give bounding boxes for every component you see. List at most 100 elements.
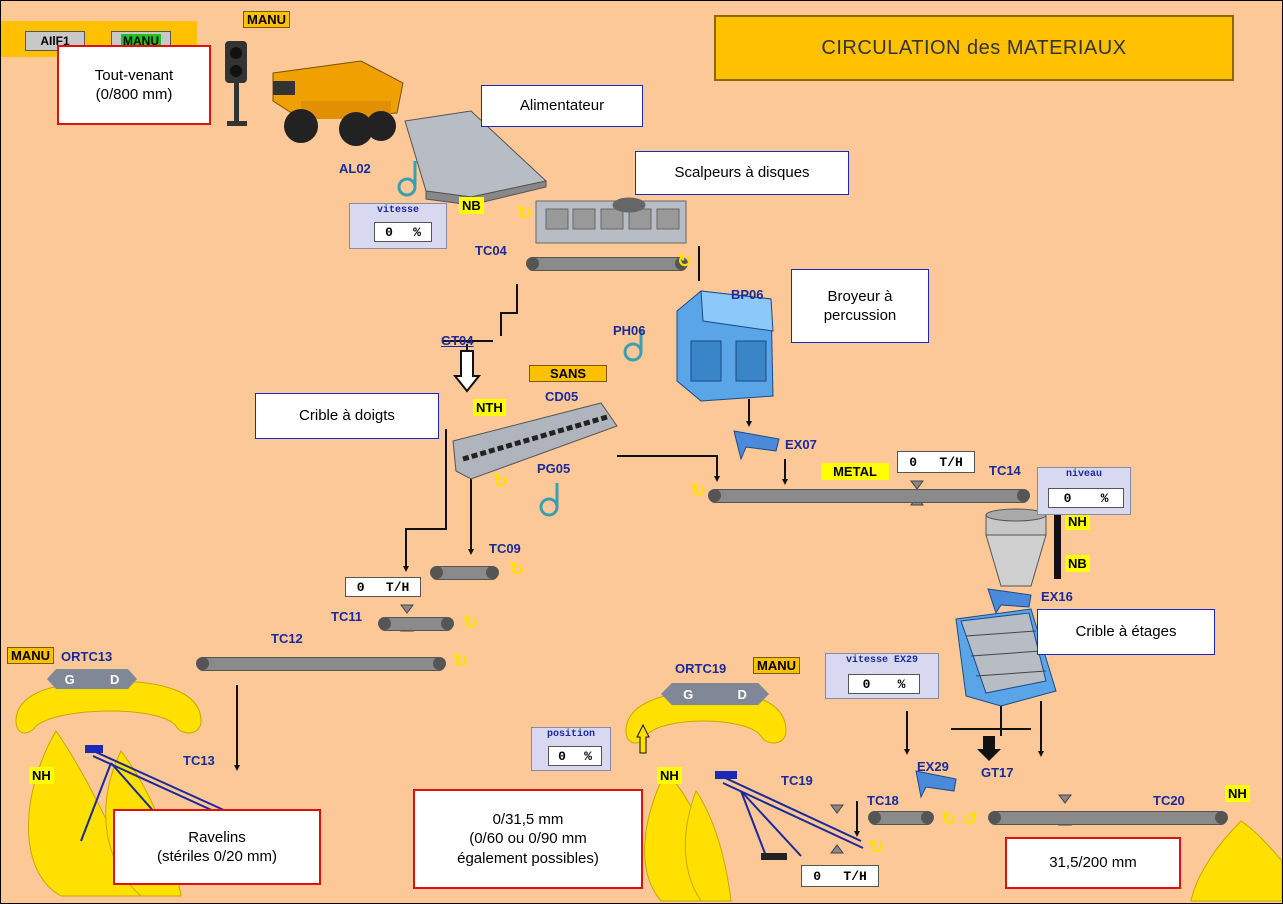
screen-title-text: CIRCULATION des MATERIAUX — [821, 36, 1127, 59]
stockpile-middle — [644, 770, 732, 902]
callout-scalpeurs: Scalpeurs à disques — [635, 151, 849, 195]
label-ortc13[interactable]: ORTC13 — [61, 649, 113, 664]
callout-text: Alimentateur — [519, 97, 605, 115]
label-tc20[interactable]: TC20 — [1153, 793, 1185, 808]
label-pg05[interactable]: PG05 — [537, 461, 571, 476]
label-al02[interactable]: AL02 — [339, 161, 371, 176]
stacker-tc19 — [720, 775, 864, 857]
callout-crible-etages: Crible à étages — [1037, 609, 1215, 655]
value-unit: % — [584, 748, 592, 764]
label-cd05[interactable]: CD05 — [545, 389, 579, 404]
multideck-screen — [955, 608, 1057, 707]
rotation-icon: ↺ — [963, 809, 979, 829]
rotation-icon: ↻ — [869, 837, 885, 857]
surge-hopper — [985, 508, 1047, 587]
label-tc18[interactable]: TC18 — [867, 793, 899, 808]
vitesse-ex29-value-field[interactable]: 0 % — [848, 674, 920, 694]
gt04-chute-arrow — [452, 350, 482, 393]
niveau-panel: niveau 0 % — [1037, 467, 1131, 515]
tc19-flow-readout[interactable]: 0 T/H — [801, 865, 879, 887]
sans-badge[interactable]: SANS — [529, 365, 607, 382]
panel-label: position — [546, 729, 595, 740]
value-unit: T/H — [843, 868, 867, 884]
value-number: 0 — [813, 868, 821, 884]
label-tc19[interactable]: TC19 — [781, 773, 813, 788]
label-gt17[interactable]: GT17 — [981, 765, 1014, 780]
impact-crusher — [676, 290, 774, 402]
value-number: 0 — [356, 579, 365, 595]
conveyor-tc14[interactable] — [708, 489, 1030, 503]
label-tc04[interactable]: TC04 — [475, 243, 507, 258]
position-arrow — [636, 723, 650, 754]
label-tc13[interactable]: TC13 — [183, 753, 215, 768]
value-unit: T/H — [385, 579, 410, 595]
level-nb-top: NB — [459, 197, 484, 214]
value-number: 0 — [1063, 490, 1072, 506]
direction-d-label: D — [737, 686, 747, 702]
direction-selector-right[interactable]: G D — [661, 683, 769, 705]
position-value-field[interactable]: 0 % — [548, 746, 602, 766]
mode-badge-traffic[interactable]: MANU — [243, 11, 290, 28]
label-tc14[interactable]: TC14 — [989, 463, 1021, 478]
rotation-icon: ↻ — [453, 651, 469, 671]
level-nh-left: NH — [29, 767, 54, 784]
callout-line: Broyeur à — [827, 287, 893, 305]
callout-line: (stériles 0/20 mm) — [156, 848, 278, 865]
tc11-flow-readout[interactable]: 0 T/H — [345, 577, 421, 597]
label-ex29[interactable]: EX29 — [917, 759, 949, 774]
vitesse-value-field[interactable]: 0 % — [374, 222, 432, 242]
label-gt04[interactable]: GT04 — [441, 333, 474, 348]
callout-line: (0/60 ou 0/90 mm — [469, 830, 587, 848]
conveyor-tc12[interactable] — [196, 657, 446, 671]
callout-text: 31,5/200 mm — [1049, 854, 1137, 872]
conveyor-tc18[interactable] — [868, 811, 934, 825]
callout-broyeur: Broyeur à percussion — [791, 269, 929, 343]
direction-selector-left[interactable]: G D — [47, 669, 137, 689]
conveyor-tc20[interactable] — [988, 811, 1228, 825]
panel-label: niveau — [1065, 469, 1102, 480]
callout-text: Crible à doigts — [299, 407, 395, 425]
mode-text: MANU — [121, 34, 161, 48]
label-ortc19[interactable]: ORTC19 — [675, 661, 727, 676]
label-bp06[interactable]: BP06 — [731, 287, 764, 302]
mode-badge-mid[interactable]: MANU — [753, 657, 800, 674]
tc14-flow-readout[interactable]: 0 T/H — [897, 451, 975, 473]
mode-badge-left[interactable]: MANU — [7, 647, 54, 664]
pump-al02 — [397, 161, 417, 197]
stockpile-right — [1190, 820, 1282, 902]
metal-detector-badge: METAL — [821, 463, 889, 480]
callout-alimentateur: Alimentateur — [481, 85, 643, 127]
rotation-icon: ↻ — [493, 471, 509, 491]
callout-granulo-big: 31,5/200 mm — [1005, 837, 1181, 889]
label-ph06[interactable]: PH06 — [613, 323, 646, 338]
label-ex16[interactable]: EX16 — [1041, 589, 1073, 604]
rotation-icon: ↻ — [691, 481, 707, 501]
panel-label: vitesse — [376, 205, 419, 216]
finger-screen — [452, 402, 618, 480]
value-unit: T/H — [939, 454, 963, 470]
value-unit: % — [1100, 490, 1109, 506]
extractor-ex07 — [733, 430, 780, 461]
label-tc09[interactable]: TC09 — [489, 541, 521, 556]
callout-line: (0/800 mm) — [95, 86, 173, 103]
conveyor-tc04[interactable] — [526, 257, 688, 271]
direction-g-label: G — [64, 671, 75, 687]
label-tc12[interactable]: TC12 — [271, 631, 303, 646]
conveyor-tc11[interactable] — [378, 617, 454, 631]
callout-tout-venant: Tout-venant (0/800 mm) — [57, 45, 211, 125]
rotation-icon: ↻ — [941, 809, 957, 829]
rotation-icon: ↻ — [509, 559, 525, 579]
label-ex07[interactable]: EX07 — [785, 437, 817, 452]
value-number: 0 — [909, 454, 917, 470]
niveau-value-field[interactable]: 0 % — [1048, 488, 1124, 508]
callout-line: 0/31,5 mm — [492, 810, 564, 828]
callout-text: Crible à étages — [1075, 623, 1177, 641]
pump-ph06 — [623, 329, 643, 362]
conveyor-tc09[interactable] — [430, 566, 499, 580]
extractor-ex29 — [915, 770, 957, 799]
level-nh-mid: NH — [657, 767, 682, 784]
label-tc11[interactable]: TC11 — [331, 609, 363, 624]
value-unit: % — [413, 224, 421, 240]
